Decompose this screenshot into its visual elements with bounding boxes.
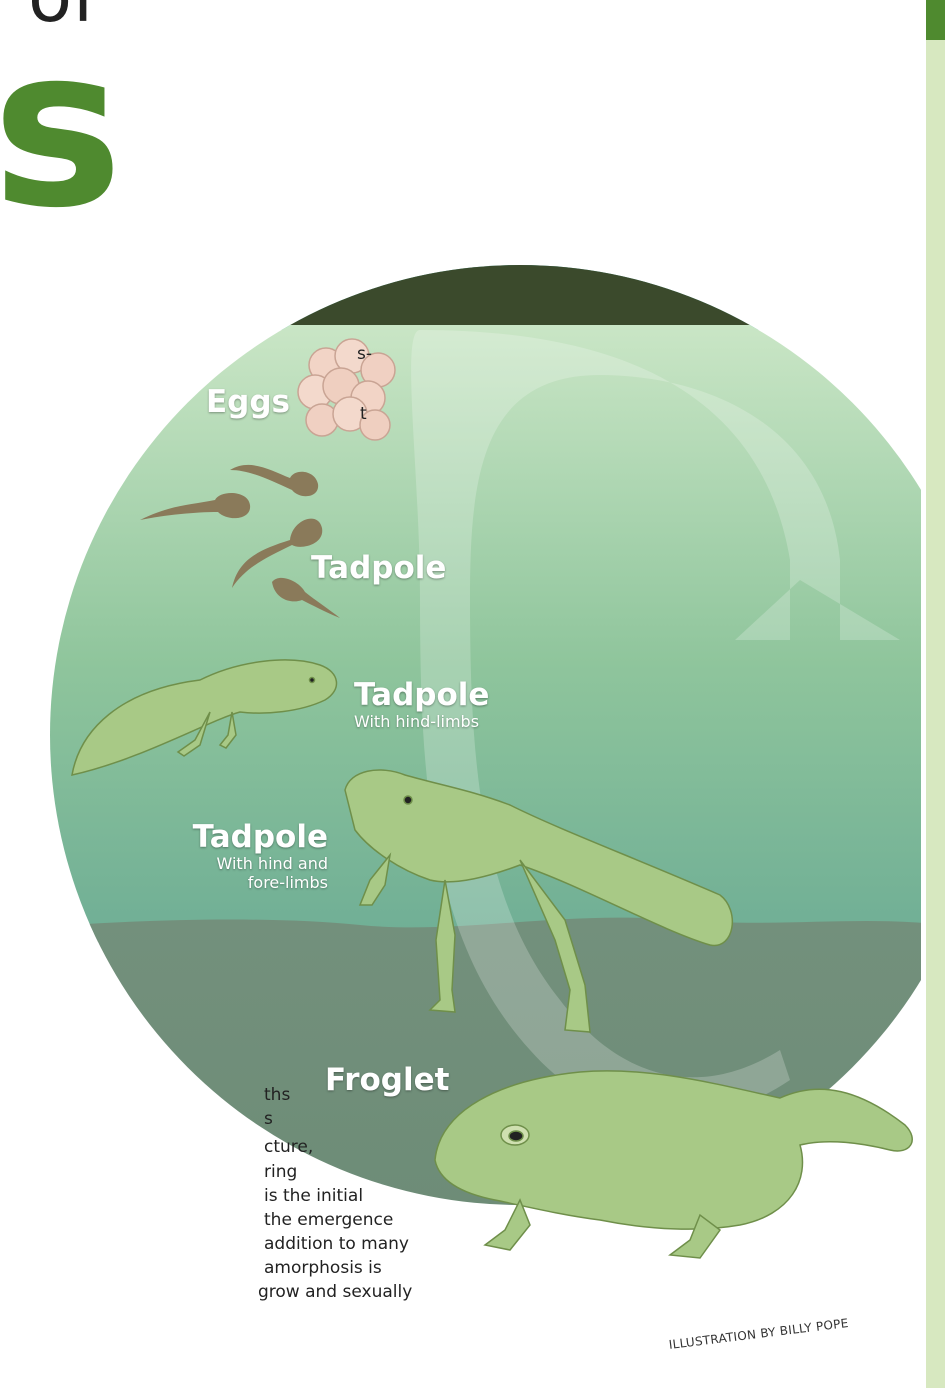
stage-label-tadpole-hind-fore-limbs: Tadpole With hind and fore-limbs (178, 820, 328, 892)
stage-name: Eggs (206, 385, 290, 419)
title-letter-s: s (0, 18, 123, 238)
stage-label-tadpole-hind-limbs: Tadpole With hind-limbs (354, 678, 489, 731)
stage-label-eggs: Eggs (206, 385, 290, 419)
frog-eggs (298, 339, 395, 440)
stage-label-tadpole: Tadpole (311, 551, 446, 585)
stage-name: Froglet (325, 1063, 449, 1097)
body-text-fragment: s- (357, 342, 372, 366)
jumping-frog-silhouette (432, 174, 515, 207)
body-text-fragment: addition to many (264, 1232, 409, 1256)
body-text-fragment: is the initial (264, 1184, 363, 1208)
body-text-fragment: cture, (264, 1135, 313, 1159)
body-text-fragment: the emergence (264, 1208, 393, 1232)
body-text-fragment: ring (264, 1160, 297, 1184)
sidebar-divider (921, 0, 926, 1388)
log-silhouette (640, 80, 945, 262)
stage-name: Tadpole (354, 678, 489, 712)
body-text-fragment: s (264, 1107, 273, 1131)
stage-subtitle: With hind-limbs (354, 712, 489, 731)
body-text-fragment: grow and sexually (258, 1280, 412, 1304)
body-text-fragment: ths (264, 1083, 290, 1107)
froglet (435, 1071, 912, 1258)
sidebar-accent-cap (926, 0, 945, 40)
body-text-fragment: t (360, 402, 367, 426)
stage-subtitle-line1: With hind and (178, 854, 328, 873)
frog-on-log-silhouette (725, 112, 857, 205)
right-sidebar-strip (921, 0, 945, 1388)
stage-name: Tadpole (311, 551, 446, 585)
stage-label-froglet: Froglet (325, 1063, 449, 1097)
stage-subtitle-line2: fore-limbs (178, 873, 328, 892)
stage-name: Tadpole (178, 820, 328, 854)
bank-silhouette (60, 212, 945, 330)
body-text-fragment: amorphosis is (264, 1256, 382, 1280)
